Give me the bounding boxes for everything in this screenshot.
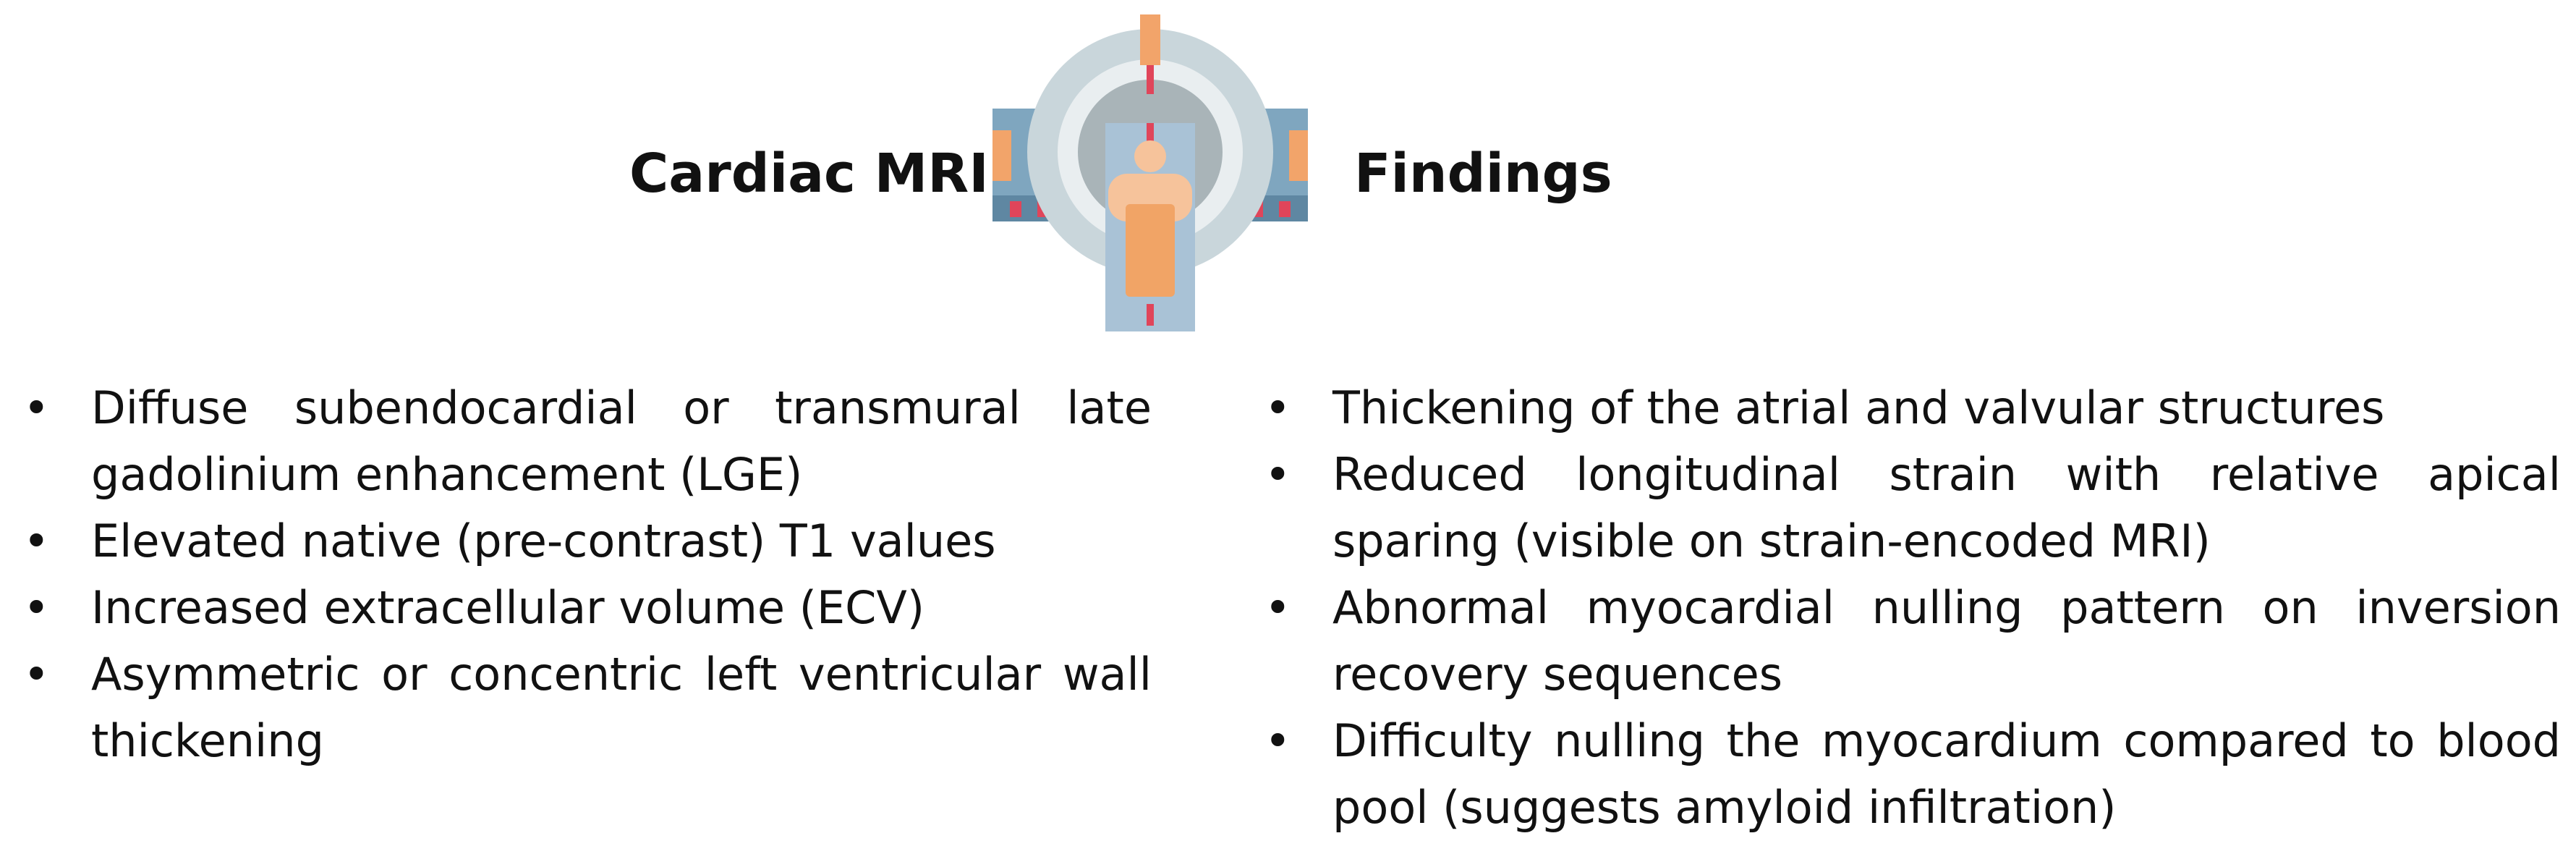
- ring-accent-top: [1140, 14, 1160, 65]
- patient-head: [1134, 140, 1166, 172]
- list-item: Increased extracellular volume (ECV): [17, 575, 1152, 641]
- patient-gown: [1126, 204, 1175, 297]
- table-marker-2: [1147, 304, 1154, 326]
- mri-scanner-icon: [992, 14, 1308, 331]
- list-item: Elevated native (pre-contrast) T1 values: [17, 508, 1152, 575]
- housing-accent-left: [992, 130, 1011, 181]
- title-cardiac-mri: Cardiac MRI: [629, 143, 989, 205]
- list-item: Reduced longitudinal strain with relativ…: [1259, 441, 2561, 575]
- base-light-left-1: [1010, 201, 1021, 217]
- title-findings: Findings: [1354, 143, 1612, 205]
- list-item: Abnormal myocardial nulling pattern on i…: [1259, 575, 2561, 708]
- list-item: Diffuse subendocardial or transmural lat…: [17, 375, 1152, 508]
- list-item: Asymmetric or concentric left ventricula…: [17, 641, 1152, 774]
- base-light-right-2: [1279, 201, 1291, 217]
- findings-list-left: Diffuse subendocardial or transmural lat…: [17, 375, 1152, 774]
- housing-accent-right: [1289, 130, 1308, 181]
- ring-accent-top-red: [1147, 65, 1154, 94]
- findings-list-right: Thickening of the atrial and valvular st…: [1259, 375, 2561, 841]
- list-item: Difficulty nulling the myocardium compar…: [1259, 708, 2561, 841]
- list-item: Thickening of the atrial and valvular st…: [1259, 375, 2561, 441]
- table-marker-1: [1147, 123, 1154, 152]
